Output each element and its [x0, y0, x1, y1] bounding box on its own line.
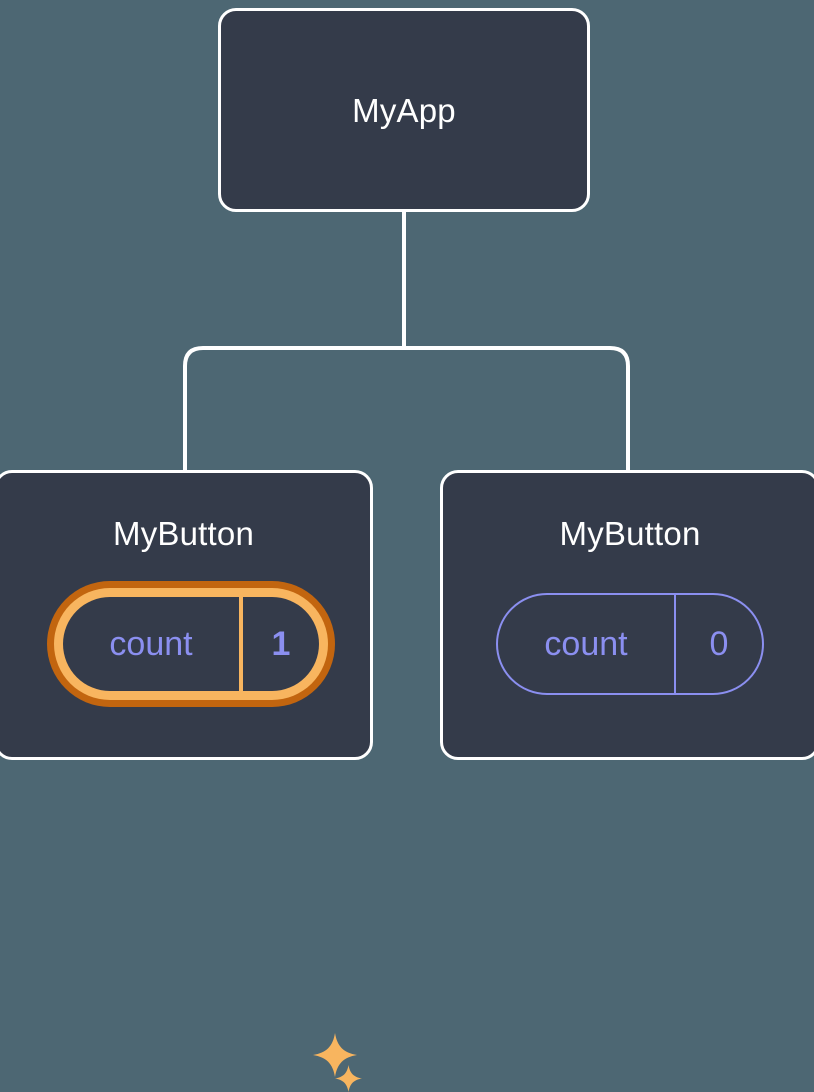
state-value-count: 1: [271, 625, 291, 663]
component-title-root: MyApp: [352, 91, 456, 129]
component-card-child-left[interactable]: MyButton count 1: [0, 470, 373, 1092]
state-pill-body: count 0: [496, 593, 764, 695]
component-card-root[interactable]: MyApp: [218, 8, 590, 212]
component-tree-diagram: MyApp MyButton count 1 MyButton: [0, 8, 814, 1092]
sparkle-icon-small: [335, 1065, 362, 1092]
component-card-child-right[interactable]: MyButton count 0: [440, 470, 814, 760]
state-pill-inner-ring: count 1: [54, 588, 328, 700]
state-pill-plain[interactable]: count 0: [496, 593, 764, 695]
state-value-count: 0: [709, 625, 729, 663]
state-pill-body: count 1: [63, 597, 319, 691]
sparkle-icon-large: [313, 1033, 357, 1077]
state-pill-highlighted[interactable]: count 1: [47, 581, 335, 707]
state-label-count: count: [498, 595, 676, 693]
state-label-count: count: [63, 597, 243, 691]
connector-split-bar: [183, 346, 630, 470]
component-title-child-right: MyButton: [559, 515, 701, 552]
state-pill-outer-ring: count 1: [47, 581, 335, 707]
component-title-child-left: MyButton: [113, 515, 254, 552]
